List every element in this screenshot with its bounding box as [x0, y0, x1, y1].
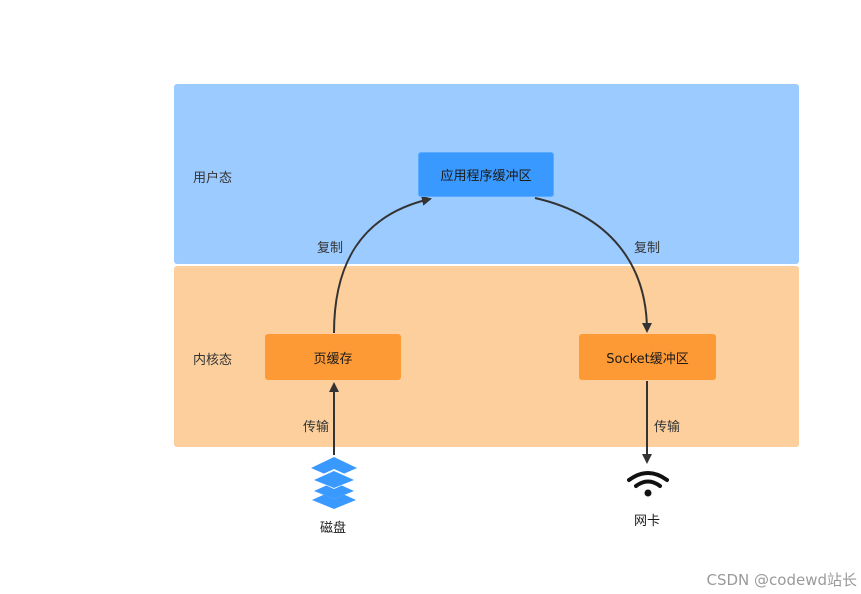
copy-left-label: 复制 [317, 241, 344, 256]
arrow-page-cache-to-app-buffer [333, 195, 432, 334]
page-cache-label: 页缓存 [313, 351, 353, 367]
kernel-mode-label: 内核态 [193, 353, 233, 368]
disk-label: 磁盘 [320, 521, 347, 536]
copy-right-label: 复制 [634, 241, 661, 256]
transfer-left-label: 传输 [303, 420, 330, 435]
stacked-layers-icon [307, 456, 361, 510]
socket-buffer-label: Socket缓冲区 [606, 351, 689, 367]
app-buffer-node: 应用程序缓冲区 [418, 152, 554, 197]
page-cache-node: 页缓存 [265, 334, 401, 380]
watermark-text: CSDN @codewd站长 [706, 571, 858, 589]
user-mode-label: 用户态 [193, 171, 233, 186]
app-buffer-label: 应用程序缓冲区 [440, 169, 532, 184]
wifi-icon [627, 470, 669, 498]
arrow-app-buffer-to-socket-buffer [534, 197, 652, 333]
socket-buffer-node: Socket缓冲区 [579, 334, 716, 380]
transfer-right-label: 传输 [654, 420, 681, 435]
nic-label: 网卡 [634, 514, 661, 529]
